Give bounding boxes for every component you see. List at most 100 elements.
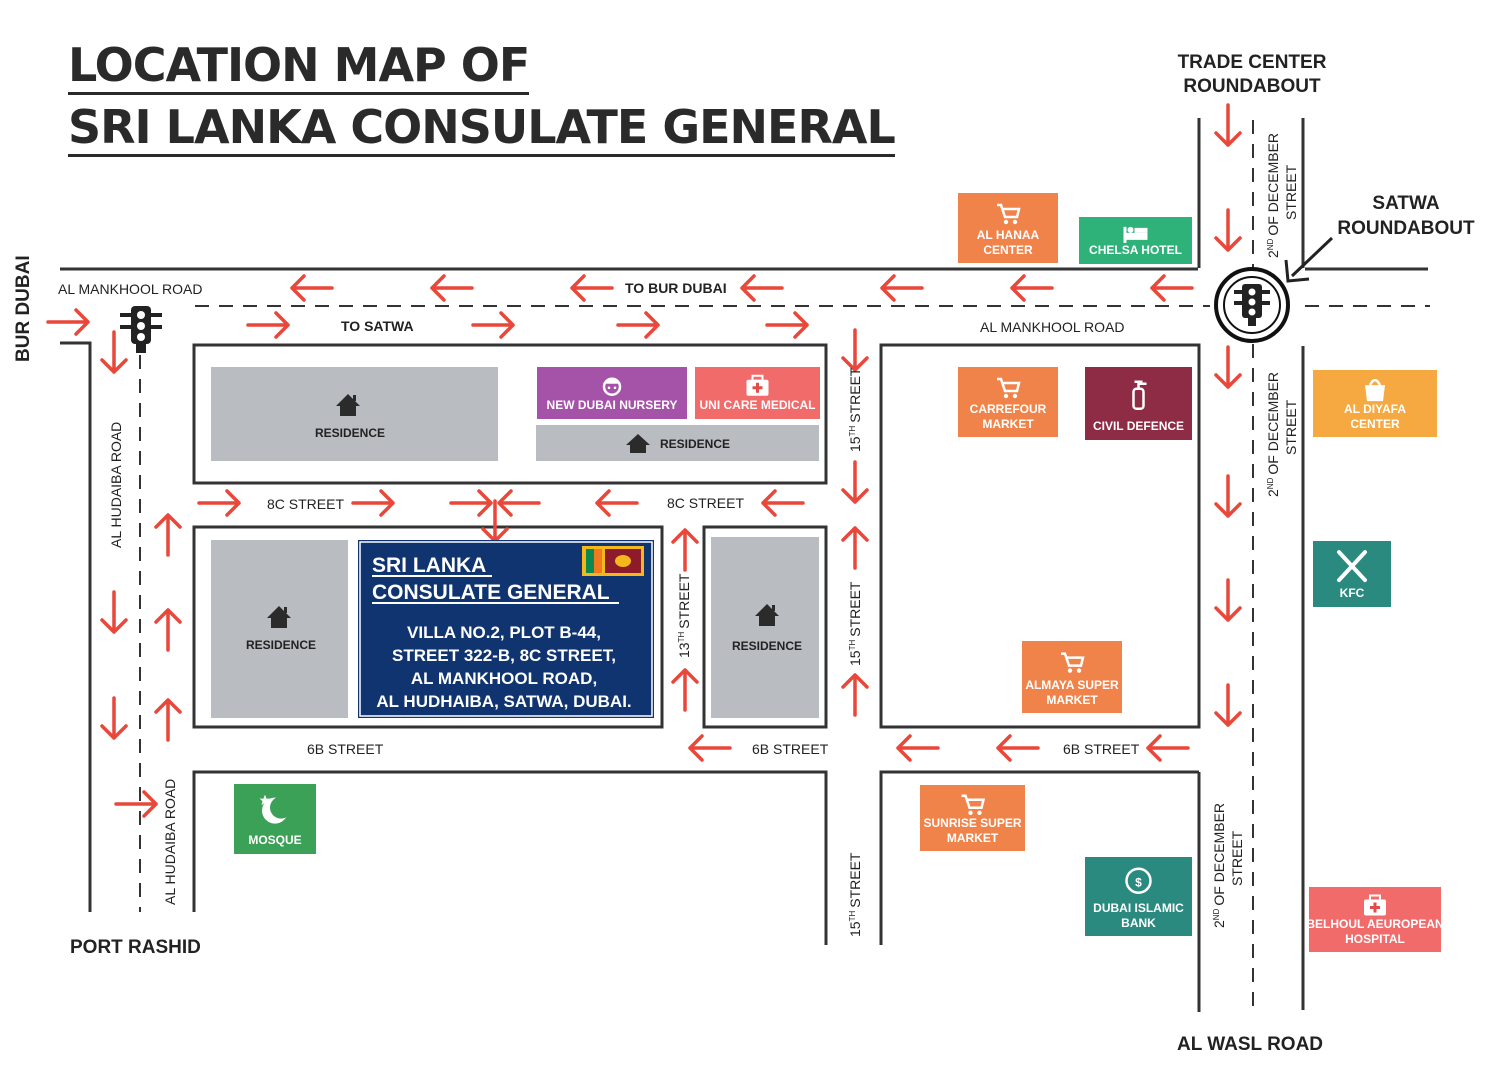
direction-arrow (449, 489, 493, 517)
direction-arrow (430, 274, 474, 302)
direction-arrow (497, 489, 541, 517)
svg-text:BUR DUBAI: BUR DUBAI (13, 255, 34, 362)
direction-arrow (1150, 274, 1194, 302)
direction-arrow (46, 308, 90, 336)
svg-text:2NDOF DECEMBER: 2NDOF DECEMBER (1211, 803, 1227, 928)
poi-label: ALMAYA SUPER (1025, 678, 1119, 692)
page-title-line2: SRI LANKA CONSULATE GENERAL (68, 104, 896, 157)
road-label-6b-east: 6B STREET (1063, 741, 1140, 757)
svg-text:STREET: STREET (1229, 830, 1245, 886)
cart-icon (961, 794, 986, 815)
direction-arrow (154, 698, 182, 742)
direction-arrow (1214, 103, 1242, 147)
poi-label: CIVIL DEFENCE (1093, 419, 1184, 433)
poi-label: KFC (1340, 586, 1365, 600)
direction-arrow (246, 311, 290, 339)
consulate-address-line1: VILLA NO.2, PLOT B-44, (407, 623, 601, 642)
direction-arrow (1214, 345, 1242, 389)
direction-arrow (1214, 208, 1242, 252)
direction-arrow (100, 696, 128, 740)
consulate-address-line3: AL MANKHOOL ROAD, (411, 669, 597, 688)
residence-label: RESIDENCE (660, 437, 730, 451)
direction-arrow (880, 274, 924, 302)
poi-label: MARKET (982, 417, 1034, 431)
satwa-roundabout-traffic-light-icon (1214, 267, 1290, 343)
direction-arrow (896, 734, 940, 762)
direction-arrow (154, 513, 182, 557)
poi-label: BANK (1121, 916, 1156, 930)
extinguisher-icon (1132, 380, 1147, 410)
road-label-to-satwa: TO SATWA (341, 318, 414, 334)
road-label-2nd-december-mid: 2NDOF DECEMBER STREET (1265, 372, 1299, 497)
poi-label: HOSPITAL (1345, 932, 1405, 946)
residence-block-right: RESIDENCE (711, 537, 819, 718)
poi-label: AL DIYAFA (1344, 402, 1406, 416)
residence-label: RESIDENCE (246, 638, 316, 652)
svg-text:STREET: STREET (1283, 399, 1299, 455)
label-satwa-line2: ROUNDABOUT (1337, 218, 1475, 239)
poi-kfc[interactable]: KFC (1313, 541, 1391, 607)
direction-arrow (595, 489, 639, 517)
road-label-8c-west: 8C STREET (267, 496, 344, 512)
poi-label: DUBAI ISLAMIC (1093, 901, 1184, 915)
svg-text:15THSTREET: 15THSTREET (847, 581, 863, 666)
direction-arrow (154, 608, 182, 652)
poi-mosque[interactable]: MOSQUE (234, 784, 316, 854)
poi-label: AL HANAA (977, 228, 1040, 242)
direction-arrow (841, 460, 869, 504)
traffic-arrows (46, 103, 1242, 818)
poi-civil[interactable]: CIVIL DEFENCE (1085, 367, 1192, 440)
consulate-name-line2: CONSULATE GENERAL (372, 581, 610, 604)
road-label-to-bur-dubai: TO BUR DUBAI (625, 280, 727, 296)
consulate-name-line1: SRI LANKA (372, 554, 486, 577)
medical-kit-icon (1364, 894, 1386, 916)
direction-arrow (1146, 734, 1190, 762)
sri-lanka-flag-icon (582, 546, 644, 576)
direction-arrow (841, 526, 869, 570)
poi-label: SUNRISE SUPER (923, 816, 1021, 830)
poi-label: CENTER (1350, 417, 1400, 431)
label-trade-center-line1: TRADE CENTER (1178, 52, 1327, 73)
road-label-8c-east: 8C STREET (667, 495, 744, 511)
svg-text:15THSTREET: 15THSTREET (847, 852, 863, 937)
direction-arrow (100, 590, 128, 634)
consulate-box[interactable]: SRI LANKA CONSULATE GENERAL VILLA NO.2, … (358, 540, 654, 718)
poi-chelsa[interactable]: CHELSA HOTEL (1079, 217, 1192, 264)
road-network (60, 118, 1430, 1012)
poi-label: CARREFOUR (970, 402, 1047, 416)
svg-text:AL HUDAIBA ROAD: AL HUDAIBA ROAD (162, 779, 178, 905)
poi-nursery[interactable]: NEW DUBAI NURSERY (537, 367, 687, 419)
dollar-icon: $ (1125, 867, 1152, 894)
road-label-15th-mid: 15THSTREET (847, 581, 863, 666)
direction-arrow (688, 734, 732, 762)
label-trade-center-line2: ROUNDABOUT (1183, 76, 1321, 97)
label-al-wasl-road: AL WASL ROAD (1177, 1034, 1323, 1055)
poi-label: MOSQUE (248, 833, 301, 847)
residence-block-top-right: RESIDENCE (536, 425, 819, 461)
direction-arrow (570, 274, 614, 302)
road-label-al-mankhool-west: AL MANKHOOL ROAD (58, 281, 202, 297)
crescent-icon (259, 794, 292, 824)
poi-label: BELHOUL AEUROPEAN (1306, 917, 1443, 931)
consulate-address-line2: STREET 322-B, 8C STREET, (392, 646, 616, 665)
medical-kit-icon (746, 374, 769, 396)
direction-arrow (841, 673, 869, 717)
label-port-rashid: PORT RASHID (70, 937, 201, 958)
direction-arrow (114, 790, 158, 818)
direction-arrow (841, 328, 869, 372)
svg-text:AL HUDAIBA ROAD: AL HUDAIBA ROAD (108, 422, 124, 548)
cart-icon (1061, 652, 1085, 673)
residence-label: RESIDENCE (732, 639, 802, 653)
poi-label: UNI CARE MEDICAL (700, 398, 816, 412)
direction-arrow (471, 311, 515, 339)
direction-arrow (100, 330, 128, 374)
poi-unicare[interactable]: UNI CARE MEDICAL (695, 367, 820, 419)
